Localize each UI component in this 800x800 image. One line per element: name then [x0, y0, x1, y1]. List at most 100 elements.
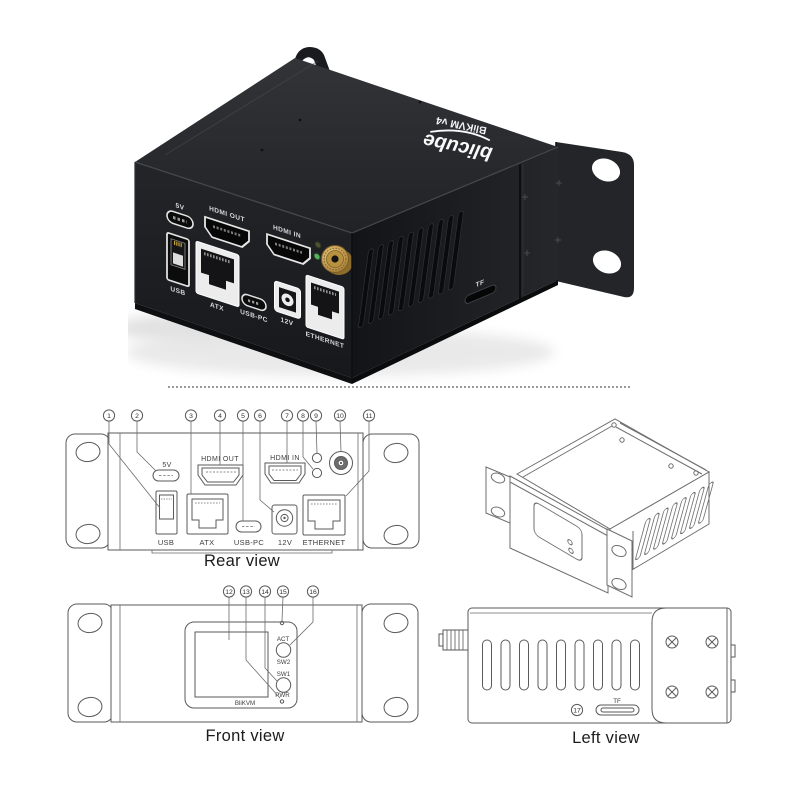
iso-left-ear: [485, 466, 511, 524]
iso-screen: [533, 502, 583, 561]
photo-front-face: [135, 162, 352, 378]
callout-12: 12: [222, 585, 236, 598]
rear-label-5v: 5V: [162, 462, 171, 469]
callout-8: 8: [296, 409, 310, 422]
svg-text:5: 5: [241, 413, 245, 420]
callout-11: 11: [362, 409, 376, 422]
callout-17: 17: [570, 703, 584, 717]
left-view-diagram: TF 17: [438, 607, 736, 724]
front-leader-lines: [228, 596, 314, 699]
photo-side-bracket: [555, 142, 634, 298]
iso-top-screws: [611, 422, 699, 476]
callout-4: 4: [213, 409, 227, 422]
product-photo: blicube BliKVM v4 5V HDMI OUT HDMI IN: [128, 47, 634, 384]
left-tab-upper: [730, 644, 736, 658]
front-left-ear: [67, 603, 114, 723]
callout-10: 10: [333, 409, 347, 422]
photo-port-atx: ATX: [195, 240, 240, 313]
rear-port-12v: 12V: [271, 504, 298, 547]
photo-right-face-detail: TF: [358, 163, 524, 328]
svg-text:13: 13: [242, 589, 250, 596]
callout-16: 16: [306, 585, 320, 598]
rear-port-5v: 5V: [152, 462, 180, 482]
callout-6: 6: [253, 409, 267, 422]
callout-13: 13: [239, 585, 253, 598]
rear-label-usb-pc: USB-PC: [234, 538, 264, 547]
callout-7: 7: [280, 409, 294, 422]
callout-9: 9: [309, 409, 323, 422]
rear-left-ear: [65, 433, 111, 549]
front-screen-label: BliKVM: [235, 700, 255, 707]
callout-2: 2: [130, 409, 144, 422]
photo-led-upper: [314, 241, 322, 249]
svg-text:16: 16: [309, 589, 317, 596]
svg-text:11: 11: [365, 413, 372, 420]
rear-right-ear: [362, 433, 420, 549]
rear-label-hdmi-in: HDMI IN: [270, 455, 300, 462]
front-right-ear: [361, 603, 419, 723]
rear-antenna-connector: [329, 451, 353, 475]
left-tf-slot: TF: [595, 698, 640, 716]
front-sw1-label: SW1: [277, 671, 291, 678]
photo-tf-slot: TF: [464, 279, 497, 304]
photo-port-12v: 12V: [274, 280, 301, 328]
callout-14: 14: [258, 585, 272, 598]
photo-label-5v: 5V: [176, 202, 185, 212]
front-sw2-label: SW2: [277, 659, 291, 666]
photo-screw-marks: [522, 180, 562, 256]
front-sw2-button: [275, 642, 292, 658]
brand-swoosh-icon: [430, 129, 491, 142]
front-screen: [194, 631, 269, 698]
front-display-module: BliKVM ACT SW2 SW1 PWR: [184, 620, 298, 709]
separator-dotted-line: [168, 386, 630, 388]
photo-vents: [358, 210, 464, 328]
left-antenna-connector: [438, 629, 469, 651]
rear-port-usb: USB: [155, 490, 178, 547]
photo-port-ethernet: ETHERNET: [305, 274, 345, 351]
rear-callouts: 1 2 3 4 5 6 7 8 9 10 11: [102, 409, 376, 422]
svg-text:6: 6: [258, 413, 262, 420]
svg-text:10: 10: [336, 413, 344, 420]
left-tf-label: TF: [613, 698, 621, 705]
callout-1: 1: [102, 409, 116, 422]
left-body: [467, 607, 732, 724]
photo-port-5v: 5V: [166, 202, 194, 230]
svg-text:15: 15: [279, 589, 287, 596]
photo-label-12v: 12V: [281, 317, 294, 328]
front-act-label: ACT: [277, 636, 290, 643]
left-tab-lower: [730, 679, 736, 693]
svg-text:8: 8: [301, 413, 305, 420]
iso-vents: [635, 481, 714, 561]
rear-view-caption: Rear view: [203, 552, 281, 570]
svg-text:12: 12: [225, 589, 233, 596]
svg-text:17: 17: [573, 708, 581, 715]
photo-edges: [134, 146, 559, 384]
left-view-caption: Left view: [572, 729, 640, 747]
front-sw1-button: [275, 677, 292, 693]
iso-right-ear: [606, 528, 633, 598]
rear-port-usb-pc: USB-PC: [234, 520, 264, 547]
svg-text:4: 4: [218, 413, 222, 420]
svg-text:3: 3: [189, 413, 193, 420]
rear-view-diagram: 5V HDMI OUT HDMI IN USB: [65, 409, 420, 554]
rear-port-hdmi-out: HDMI OUT: [197, 456, 244, 486]
rear-label-usb: USB: [158, 538, 174, 547]
isometric-view-diagram: [485, 418, 714, 598]
rear-led-upper: [311, 452, 323, 464]
svg-text:7: 7: [285, 413, 289, 420]
svg-text:14: 14: [261, 589, 269, 596]
rear-bottom-lip: [151, 550, 333, 554]
left-screws: [665, 635, 719, 699]
left-vents: [482, 639, 640, 691]
front-view-diagram: BliKVM ACT SW2 SW1 PWR 12 13 14 15 16: [67, 585, 419, 723]
callout-3: 3: [184, 409, 198, 422]
rear-leader-lines: [108, 420, 370, 521]
photo-label-usb: USB: [170, 286, 185, 298]
rear-label-12v: 12V: [278, 538, 292, 547]
photo-antenna-connector: [321, 245, 353, 275]
photo-label-atx: ATX: [210, 302, 224, 313]
photo-led-lower: [313, 252, 321, 261]
front-callouts: 12 13 14 15 16: [222, 585, 320, 598]
front-pwr-label: PWR: [275, 692, 290, 699]
